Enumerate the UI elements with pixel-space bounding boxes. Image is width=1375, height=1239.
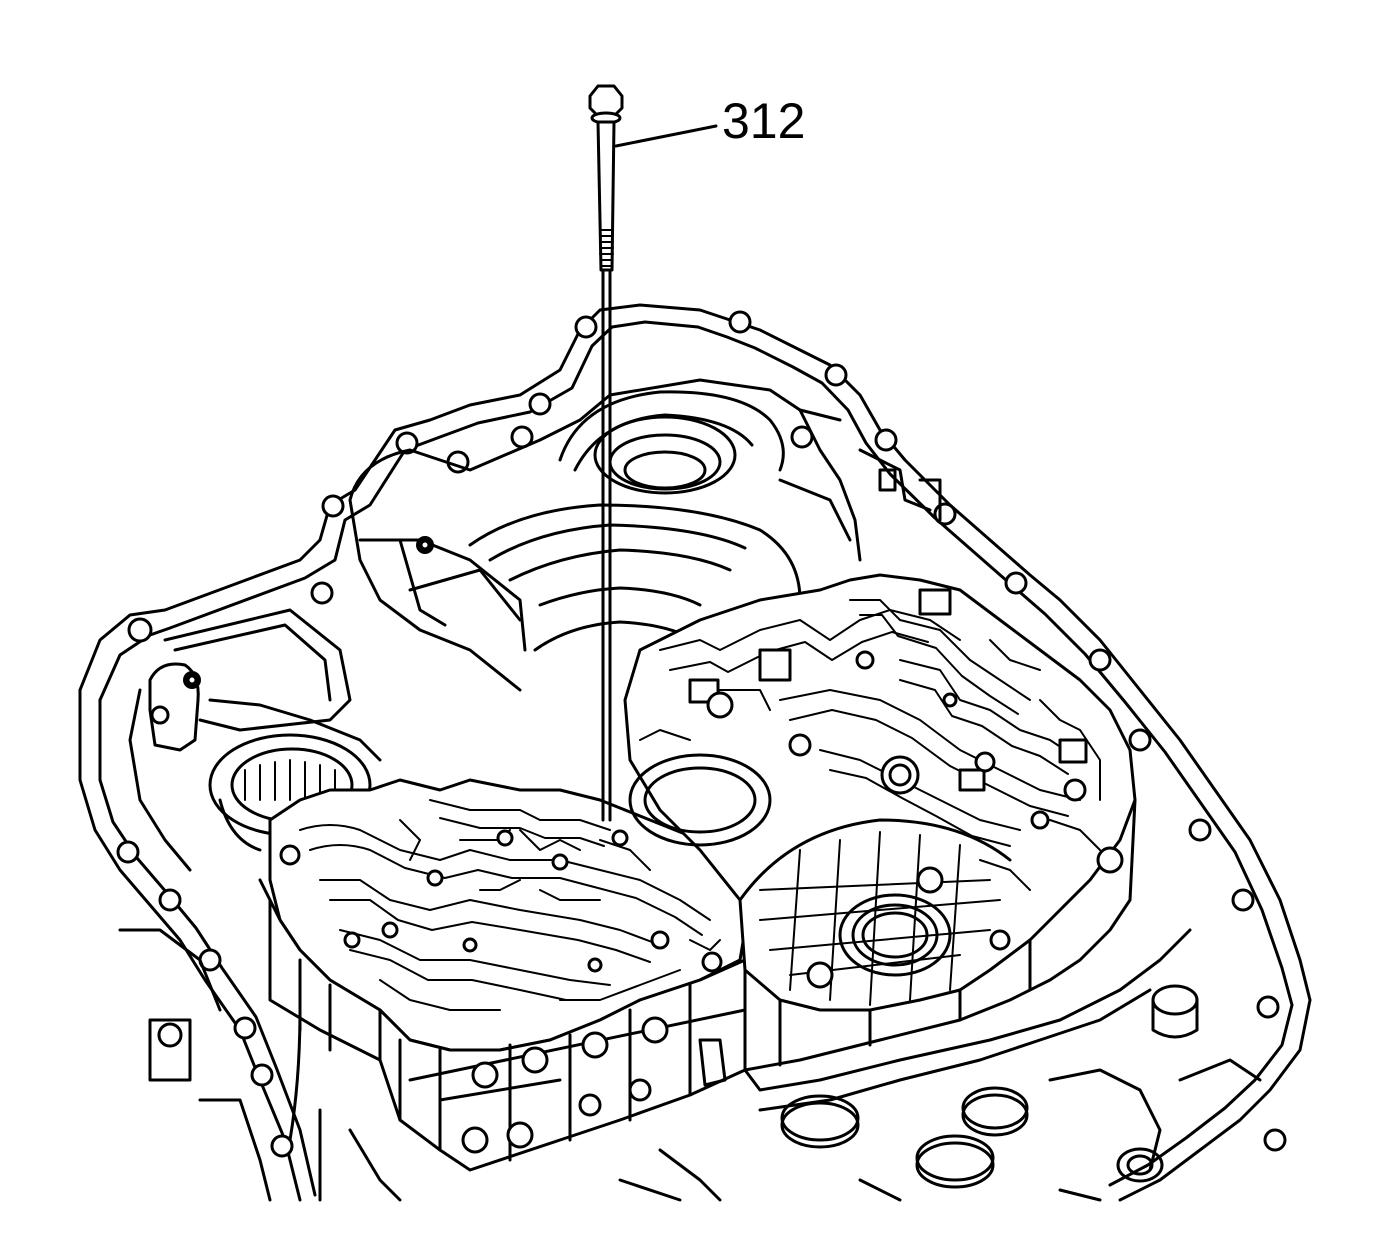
callout-label-312: 312 <box>722 93 805 149</box>
clutch-housing <box>348 378 942 692</box>
callout-312: 312 <box>614 93 805 149</box>
bolt-312 <box>588 84 624 822</box>
valve-body-rear <box>623 573 1137 1072</box>
valve-body-front <box>258 778 747 1172</box>
lower-case-details <box>318 928 1262 1202</box>
flange-bolt-holes <box>116 310 1287 1158</box>
callout-leader-line <box>614 124 718 148</box>
